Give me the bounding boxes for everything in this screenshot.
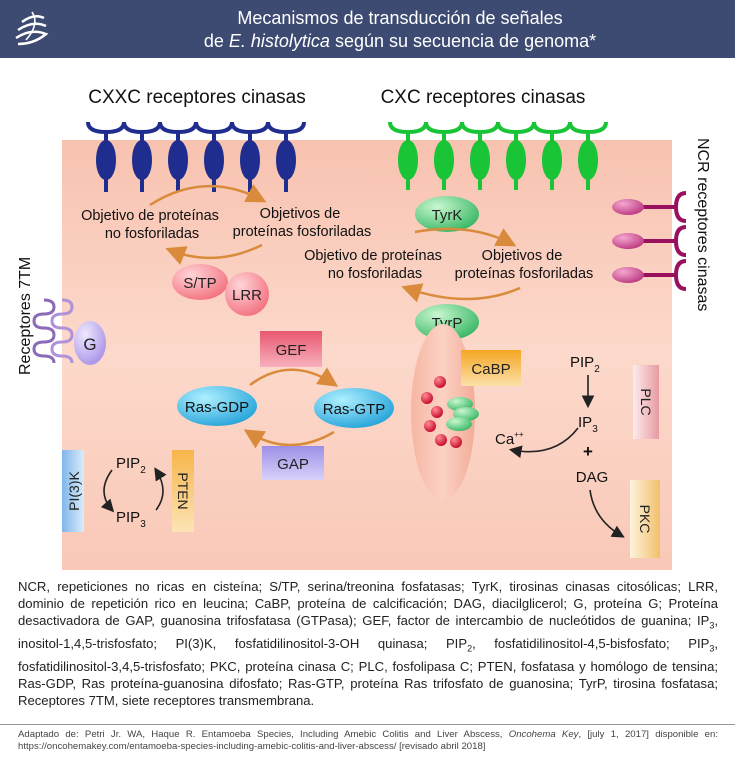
pten-reverse-arrow	[154, 467, 167, 511]
cxxc-receptor	[86, 121, 126, 192]
signaling-diagram: CXXC receptores cinasas CXC receptores c…	[17, 87, 711, 570]
tyrk-label: TyrK	[432, 207, 463, 224]
right-phos-target-label: Objetivos de proteínas fosforiladas	[455, 248, 594, 282]
ncr-receptor	[612, 259, 687, 291]
cabp-label: CaBP	[471, 361, 510, 378]
cxc-receptor	[460, 121, 500, 190]
ncr-receptor	[612, 225, 687, 257]
pi3k-pip3-label: PIP3	[116, 509, 146, 530]
helix-logo-icon	[15, 11, 49, 46]
pi3k-label: PI(3)K	[66, 471, 82, 511]
gap-box	[262, 446, 324, 480]
pi3k-forward-arrow	[100, 469, 115, 513]
7tm-receptor-label: Receptores 7TM	[17, 257, 34, 375]
pkc-label: PKC	[637, 505, 653, 534]
gef-label: GEF	[276, 342, 307, 359]
dag-label: DAG	[576, 469, 609, 486]
ras-inactivation-arrow	[243, 429, 335, 449]
tyrk-kinase	[415, 196, 479, 232]
journal-name: Oncohema Key	[508, 729, 579, 740]
header-bar: Mecanismos de transducción de señales de…	[0, 0, 735, 58]
page-title-line-1: Mecanismos de transducción de señales	[237, 8, 563, 28]
cxxc-receptor	[230, 121, 270, 192]
pi3k-pip2-label: PIP2	[116, 455, 146, 476]
cxc-receptors	[388, 121, 608, 190]
ras-gdp-label: Ras-GDP	[185, 399, 249, 416]
species-name: E. histolytica	[228, 31, 330, 51]
stp-phosphatase	[172, 264, 228, 300]
pten-label: PTEN	[175, 472, 191, 509]
calcium-ion	[434, 376, 446, 388]
cxxc-receptor-label: CXXC receptores cinasas	[88, 87, 306, 108]
left-cycle-reverse-arrow	[165, 243, 263, 265]
cxc-receptor	[496, 121, 536, 190]
cxc-receptor	[568, 121, 608, 190]
cell-body	[62, 140, 672, 570]
cxxc-receptor	[266, 121, 306, 192]
calcium-ion	[424, 420, 436, 432]
pkc-box	[630, 480, 660, 558]
left-cycle-forward-arrow	[149, 184, 267, 207]
calcium-ion	[431, 406, 443, 418]
cabp-box	[461, 350, 521, 386]
right-unphos-target-label: Objetivo de proteínas no fosforiladas	[304, 248, 446, 282]
lrr-label: LRR	[232, 287, 262, 304]
source-credit: Adaptado de: Petri Jr. WA, Haque R. Enta…	[18, 729, 718, 752]
figure-caption: NCR, repeticiones no ricas en cisteína; …	[18, 579, 719, 709]
calcium-ions	[421, 376, 462, 448]
pten-box	[172, 450, 194, 532]
ip3-label: IP3	[578, 414, 598, 435]
stp-label: S/TP	[183, 275, 216, 292]
plus-sign: +	[583, 442, 593, 461]
cxc-receptor	[424, 121, 464, 190]
pi3k-box	[62, 450, 84, 532]
plc-box	[633, 365, 659, 439]
calcium-ion	[450, 436, 462, 448]
7tm-receptor	[32, 298, 74, 364]
page-title-line-2: de E. histolytica según su secuencia de …	[203, 31, 597, 51]
right-cycle-reverse-arrow	[401, 283, 521, 303]
right-cycle-forward-arrow	[414, 227, 517, 247]
ncr-receptor-label: NCR receptores cinasas	[694, 138, 711, 311]
ncr-receptor	[612, 191, 687, 223]
cxxc-receptor	[194, 121, 234, 192]
divider	[0, 724, 735, 725]
ras-gtp-label: Ras-GTP	[323, 401, 386, 418]
g-protein	[74, 321, 106, 365]
gap-label: GAP	[277, 456, 309, 473]
calcium-ion	[435, 434, 447, 446]
ip3-to-calcium-arrow	[508, 427, 579, 459]
ras-activation-arrow	[249, 367, 339, 387]
cxc-receptor	[388, 121, 428, 190]
cxc-receptor	[532, 121, 572, 190]
plc-label: PLC	[638, 388, 654, 415]
ncr-receptors	[612, 191, 687, 291]
ras-gdp	[177, 386, 257, 426]
plc-pip2-label: PIP2	[570, 354, 600, 375]
cxxc-receptor	[158, 121, 198, 192]
calcium-ion	[421, 392, 433, 404]
dag-to-pkc-arrow	[589, 489, 625, 538]
gef-box	[260, 331, 322, 367]
cxc-receptor-label: CXC receptores cinasas	[381, 87, 586, 108]
cxxc-receptors	[86, 121, 306, 192]
ras-gtp	[314, 388, 394, 428]
calcium-ion-label: Ca++	[495, 430, 524, 448]
calcium-channel	[446, 417, 472, 431]
cxxc-receptor	[122, 121, 162, 192]
g-protein-label: G	[83, 335, 96, 354]
left-phos-target-label: Objetivos de proteínas fosforiladas	[233, 206, 372, 240]
left-unphos-target-label: Objetivo de proteínas no fosforiladas	[81, 208, 223, 242]
lrr-domain	[225, 272, 269, 316]
